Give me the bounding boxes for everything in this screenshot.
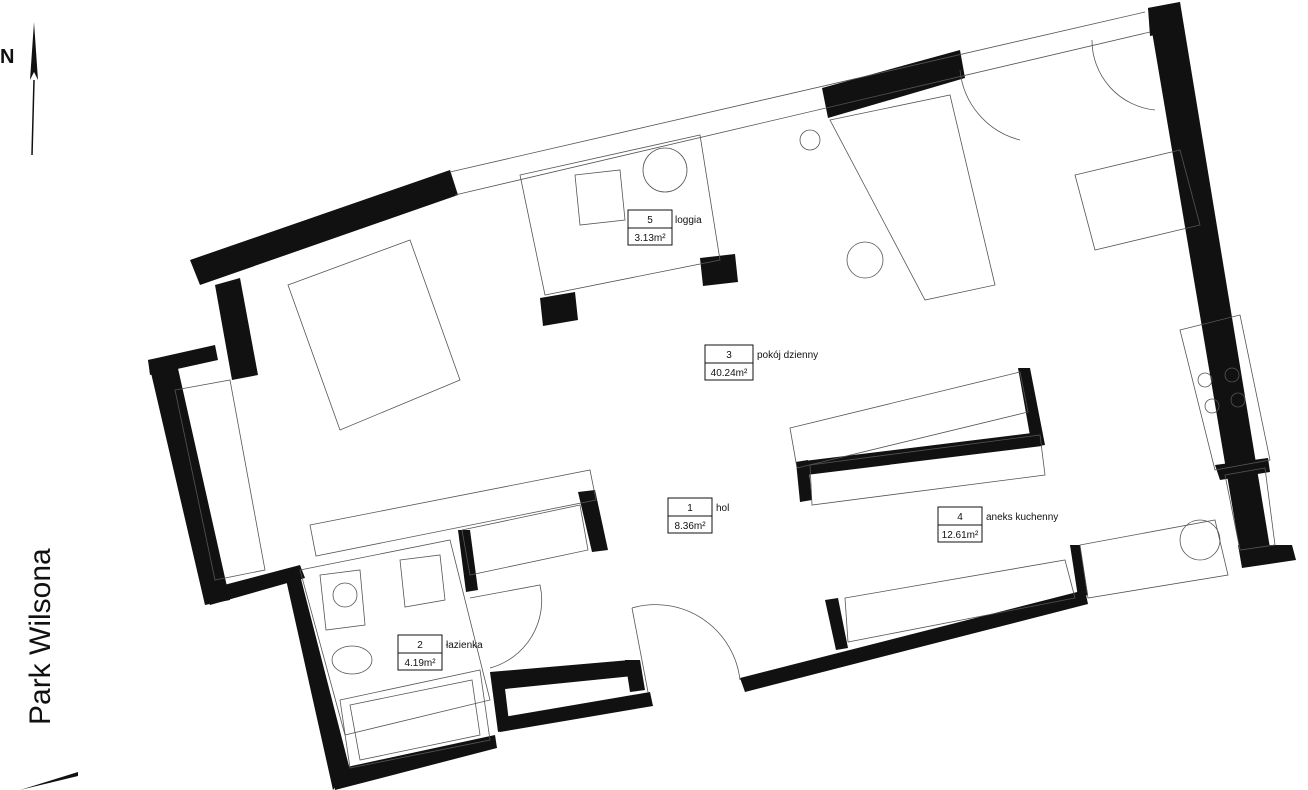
room-area: 3.13m² [634,233,666,244]
room-number: 3 [726,350,732,361]
walls [148,2,1296,790]
room-number: 1 [687,503,693,514]
room-area: 8.36m² [674,521,706,532]
room-label-5: 5 3.13m² loggia [627,209,702,246]
north-label: N [0,46,15,68]
room-name: loggia [675,215,702,226]
furniture [174,11,1276,769]
room-number: 4 [957,512,963,523]
room-label-2: 2 4.19m² łazienka [397,634,483,671]
room-area: 12.61m² [942,530,979,541]
room-area: 4.19m² [404,658,436,669]
room-name: łazienka [446,640,483,651]
street-arrow-icon [20,772,78,790]
room-number: 5 [647,215,653,226]
north-arrow-icon [30,22,38,156]
room-name: aneks kuchenny [986,512,1058,523]
room-name: pokój dzienny [757,350,818,361]
room-area: 40.24m² [711,368,748,379]
room-label-1: 1 8.36m² hol [667,497,729,534]
room-label-3: 3 40.24m² pokój dzienny [704,344,818,381]
room-number: 2 [417,640,423,651]
room-name: hol [716,503,729,514]
room-label-4: 4 12.61m² aneks kuchenny [937,506,1058,543]
